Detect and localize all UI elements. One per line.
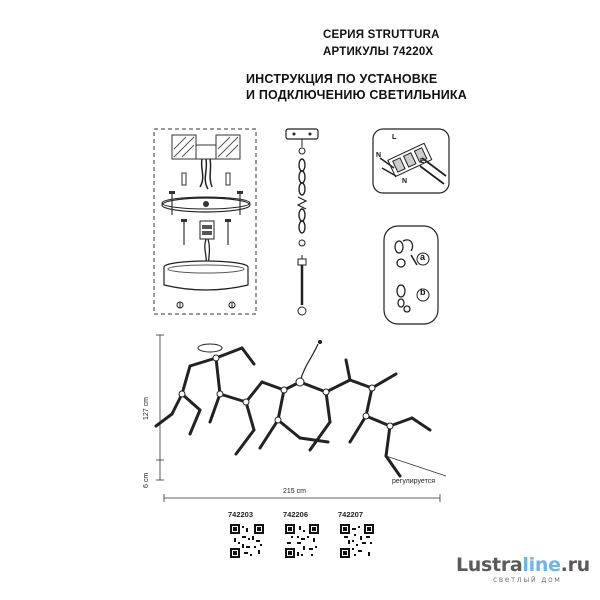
articles-title: АРТИКУЛЫ 74220X <box>323 46 434 58</box>
qr-code-3[interactable] <box>340 524 374 558</box>
article-code-3: 742207 <box>338 510 364 519</box>
series-title: СЕРИЯ STRUTTURA <box>323 29 440 41</box>
instruction-title-line1: ИНСТРУКЦИЯ ПО УСТАНОВКЕ <box>246 72 438 86</box>
width-dimension: 215 cm <box>283 488 306 495</box>
brand-name-main: Lustra <box>456 554 523 576</box>
brand-logo[interactable]: Lustraline.ru <box>456 554 590 576</box>
instruction-title-line2: И ПОДКЛЮЧЕНИЮ СВЕТИЛЬНИКА <box>246 88 467 102</box>
brand-name-accent: line <box>522 554 561 576</box>
article-code-2: 742206 <box>283 510 309 519</box>
step-a-label: a <box>420 252 426 262</box>
wiring-diagram: L N L N <box>372 128 450 194</box>
mounting-diagram <box>153 128 257 315</box>
suspension-parts-diagram <box>285 128 319 316</box>
depth-dimension: 6 cm <box>143 472 150 488</box>
brand-name-tail: .ru <box>560 554 591 576</box>
qr-code-2[interactable] <box>285 524 319 558</box>
height-dimension: 127 cm <box>143 397 150 420</box>
adjustable-note: регулируется <box>392 478 435 485</box>
step-b-label: b <box>420 287 426 297</box>
neutral-label-2: N <box>402 178 408 185</box>
brand-tagline: светлый дом <box>493 575 562 584</box>
fixture-drawing <box>154 334 447 502</box>
chain-attachment-steps: a b <box>383 225 439 325</box>
live-label-2: L <box>420 158 425 165</box>
live-label: L <box>392 134 397 141</box>
qr-code-1[interactable] <box>230 524 264 558</box>
article-code-1: 742203 <box>228 510 254 519</box>
neutral-label: N <box>376 152 382 159</box>
